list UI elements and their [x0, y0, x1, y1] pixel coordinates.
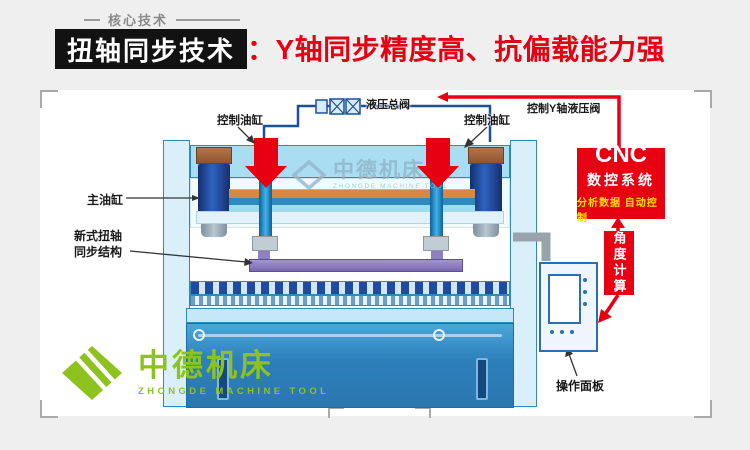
cnc-subtitle: 数控系统	[587, 172, 655, 188]
tagline-dash-left	[84, 18, 100, 21]
crop-mark-bottom-left	[40, 400, 58, 418]
page-title: 扭轴同步技术	[55, 29, 247, 69]
cnc-description: 分析数据 自动控制	[577, 198, 658, 224]
brand-subtitle: ZHONGDE MACHINE TOOL	[138, 385, 330, 397]
label-y-axis-valve: 控制Y轴液压阀	[527, 103, 601, 115]
brand-diamond-icon	[62, 346, 122, 400]
panel-button-dot	[560, 330, 564, 334]
bed-slot-left	[217, 358, 229, 400]
label-torsion-structure: 新式扭轴同步结构	[74, 229, 123, 259]
machine-bed	[186, 323, 514, 408]
panel-button-dot	[583, 302, 587, 306]
panel-button-dot	[550, 330, 554, 334]
crossbeam-teal	[229, 205, 475, 211]
label-hydraulic-main-valve: 液压总阀	[366, 99, 410, 111]
panel-button-dot	[583, 290, 587, 294]
crop-mark-bottom-right	[694, 400, 712, 418]
torsion-bar	[249, 259, 463, 272]
control-cylinder-left	[259, 176, 272, 236]
panel-button-dot	[570, 330, 574, 334]
tagline-text: 核心技术	[108, 13, 169, 28]
crossbeam-blue	[229, 198, 475, 205]
panel-button-dot	[583, 278, 587, 282]
tagline-dash-right	[176, 18, 241, 21]
watermark-subtitle: ZHONGDE MACHINE TOOL	[333, 183, 449, 190]
clamp-left	[252, 236, 278, 251]
tagline: 核心技术	[84, 10, 241, 29]
machine-left-frame	[163, 140, 190, 407]
label-operation-panel: 操作面板	[556, 379, 605, 393]
die-segment-row-lower	[190, 295, 510, 306]
brand-name: 中德机床	[138, 347, 274, 383]
label-main-cylinder: 主油缸	[87, 193, 124, 207]
main-cylinder-right	[470, 164, 502, 218]
crop-mark-top-left	[40, 90, 58, 108]
main-cylinder-left	[198, 164, 230, 218]
machine-right-frame	[510, 140, 537, 407]
torsion-post-right	[431, 251, 443, 261]
crossbeam-light	[196, 211, 504, 224]
brand-logo: 中德机床 ZHONGDE MACHINE TOOL	[60, 344, 329, 402]
torsion-post-left	[258, 251, 270, 261]
control-cylinder-right	[430, 176, 443, 236]
cnc-system-box: CNC 数控系统 分析数据 自动控制	[577, 143, 665, 224]
crop-mark-bottom-center-left	[328, 407, 344, 418]
bed-groove	[198, 334, 502, 337]
watermark-name: 中德机床	[333, 159, 425, 182]
left-cylinder-cap	[196, 147, 232, 164]
worktable-strip	[186, 308, 514, 323]
right-cylinder-cap	[468, 147, 504, 164]
cnc-title: CNC	[595, 141, 647, 168]
angle-calc-box: 角度计算	[604, 231, 634, 295]
page-title-text: 扭轴同步技术	[66, 35, 235, 66]
bed-ring-left	[193, 329, 205, 341]
bed-slot-right	[476, 358, 488, 400]
operation-panel	[539, 262, 598, 352]
crop-mark-top-right	[694, 90, 712, 108]
crop-mark-bottom-center-right	[415, 407, 431, 418]
page-subtitle: ：Y轴同步精度高、抗偏载能力强	[247, 34, 666, 65]
watermark-diamond-icon	[292, 160, 326, 190]
bed-ring-right	[433, 329, 445, 341]
watermark: 中德机床 ZHONGDE MACHINE TOOL	[292, 160, 449, 190]
panel-screen	[548, 274, 581, 324]
label-control-cylinder-right: 控制油缸	[464, 115, 510, 127]
label-control-cylinder-left: 控制油缸	[217, 115, 263, 127]
clamp-right	[423, 236, 449, 251]
crossbeam-orange	[229, 189, 475, 198]
die-segment-row	[190, 281, 510, 295]
